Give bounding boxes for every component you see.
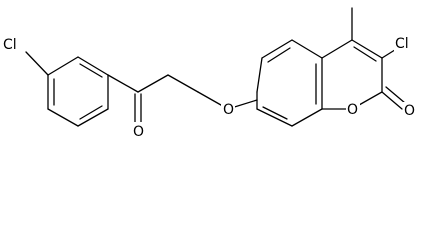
c-cl-bond-left bbox=[25, 51, 49, 76]
atom-label-cl-left: Cl bbox=[3, 35, 25, 53]
pyranone-ring bbox=[321, 7, 406, 110]
svg-text:O: O bbox=[133, 124, 144, 140]
atom-label-o-carbonyl: O bbox=[133, 122, 145, 140]
atom-label-o-lactone: O bbox=[403, 102, 417, 120]
svg-text:O: O bbox=[223, 102, 234, 118]
coumarin-benzo-ring bbox=[256, 39, 323, 127]
chlorophenyl-ring bbox=[47, 56, 109, 127]
svg-text:O: O bbox=[404, 103, 415, 119]
svg-text:O: O bbox=[347, 102, 358, 118]
atom-label-cl-right: Cl bbox=[394, 34, 416, 52]
svg-text:Cl: Cl bbox=[3, 37, 17, 53]
ketone-linker bbox=[107, 74, 229, 123]
svg-text:Cl: Cl bbox=[395, 36, 409, 52]
atom-label-o-ring: O bbox=[346, 101, 360, 119]
atom-label-o-ether: O bbox=[221, 101, 235, 119]
chemical-structure: Cl O O O O Cl bbox=[3, 7, 417, 140]
